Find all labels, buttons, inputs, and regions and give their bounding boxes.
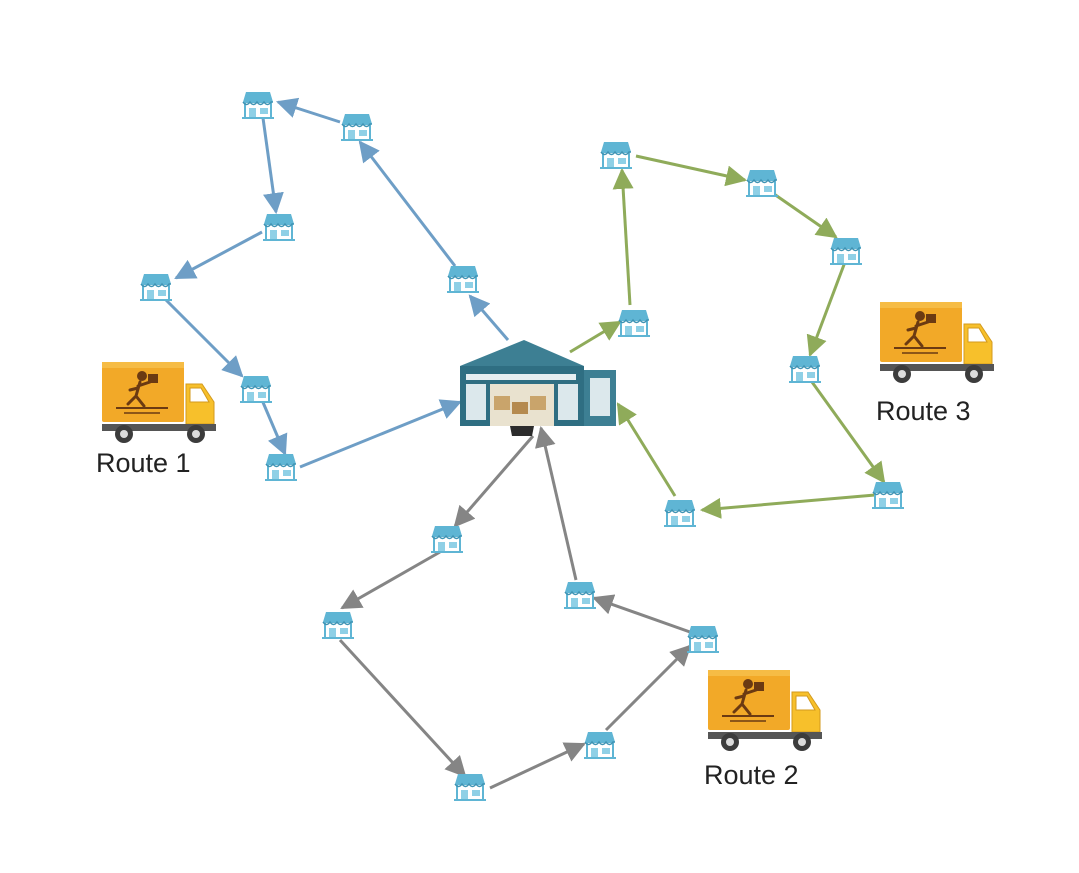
store-icon <box>686 625 720 653</box>
store-icon <box>563 581 597 609</box>
route-2-label: Route 2 <box>704 760 799 790</box>
store-icon <box>340 113 374 141</box>
route-3-leg <box>612 167 634 306</box>
store-icon <box>239 375 273 403</box>
store-icon <box>599 141 633 169</box>
route-3-leg <box>810 381 886 484</box>
route-2-truck <box>706 668 824 753</box>
store-icon <box>453 773 487 801</box>
store-icon <box>264 453 298 481</box>
store-icon <box>663 499 697 527</box>
route-2-leg <box>604 644 692 732</box>
store-icon <box>262 213 296 241</box>
store-icon <box>583 731 617 759</box>
route-1-leg <box>174 230 263 280</box>
route-3-leg <box>635 154 748 187</box>
route-1-leg <box>164 298 244 378</box>
store-icon <box>829 237 863 265</box>
route-1-leg <box>260 399 288 456</box>
store-icon <box>430 525 464 553</box>
route-1-truck <box>100 360 218 445</box>
delivery-truck-icon <box>100 360 218 445</box>
route-3-truck <box>878 300 996 385</box>
route-3-label: Route 3 <box>876 396 971 426</box>
route-3-leg <box>616 402 677 497</box>
store-icon <box>321 611 355 639</box>
route-1-path <box>164 97 510 469</box>
route-1-leg <box>299 399 462 469</box>
delivery-truck-icon <box>706 668 824 753</box>
route-3-leg <box>806 261 847 357</box>
store-icon <box>241 91 275 119</box>
route-2-leg <box>338 638 467 778</box>
route-3-leg <box>773 192 838 239</box>
route-3-leg <box>699 493 876 519</box>
store-icon <box>788 355 822 383</box>
delivery-truck-icon <box>878 300 996 385</box>
route-2-leg <box>340 550 441 610</box>
route-3-leg <box>569 320 622 354</box>
route-2-path <box>338 425 692 790</box>
route-3-path <box>569 154 886 519</box>
store-icon <box>139 273 173 301</box>
warehouse-icon <box>460 340 616 436</box>
route-1-leg <box>468 294 510 341</box>
route-2-leg <box>535 425 578 581</box>
store-icon <box>745 169 779 197</box>
store-icon <box>871 481 905 509</box>
route-2-leg <box>489 742 586 790</box>
store-icon <box>446 265 480 293</box>
route-1-leg <box>276 97 341 124</box>
route-1-leg <box>358 140 457 267</box>
route-1-leg <box>261 117 284 215</box>
route-2-leg <box>592 594 691 634</box>
route-1-label: Route 1 <box>96 448 191 478</box>
route-2-leg <box>453 435 535 528</box>
store-icon <box>617 309 651 337</box>
